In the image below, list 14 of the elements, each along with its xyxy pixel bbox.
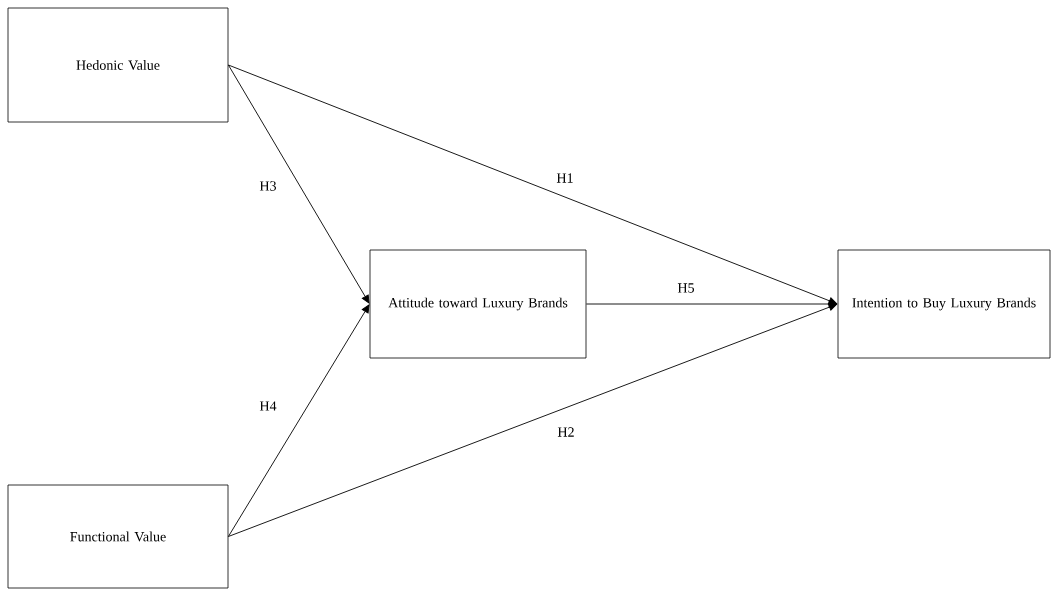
concept-box: Intention to Buy Luxury Brands <box>837 249 1051 359</box>
arrow <box>585 300 837 308</box>
arrow <box>227 303 838 537</box>
edge-label: H3 <box>258 180 278 192</box>
edge-label: H2 <box>556 426 576 438</box>
concept-box: Hedonic Value <box>7 7 229 123</box>
concept-box: Functional Value <box>7 484 229 589</box>
edge-label: H1 <box>555 172 575 184</box>
arrow <box>227 304 370 537</box>
arrow <box>227 64 370 304</box>
edge-label: H5 <box>676 282 696 294</box>
arrow <box>227 64 838 305</box>
edge-label: H4 <box>258 400 278 412</box>
concept-box: Attitude toward Luxury Brands <box>369 249 587 359</box>
